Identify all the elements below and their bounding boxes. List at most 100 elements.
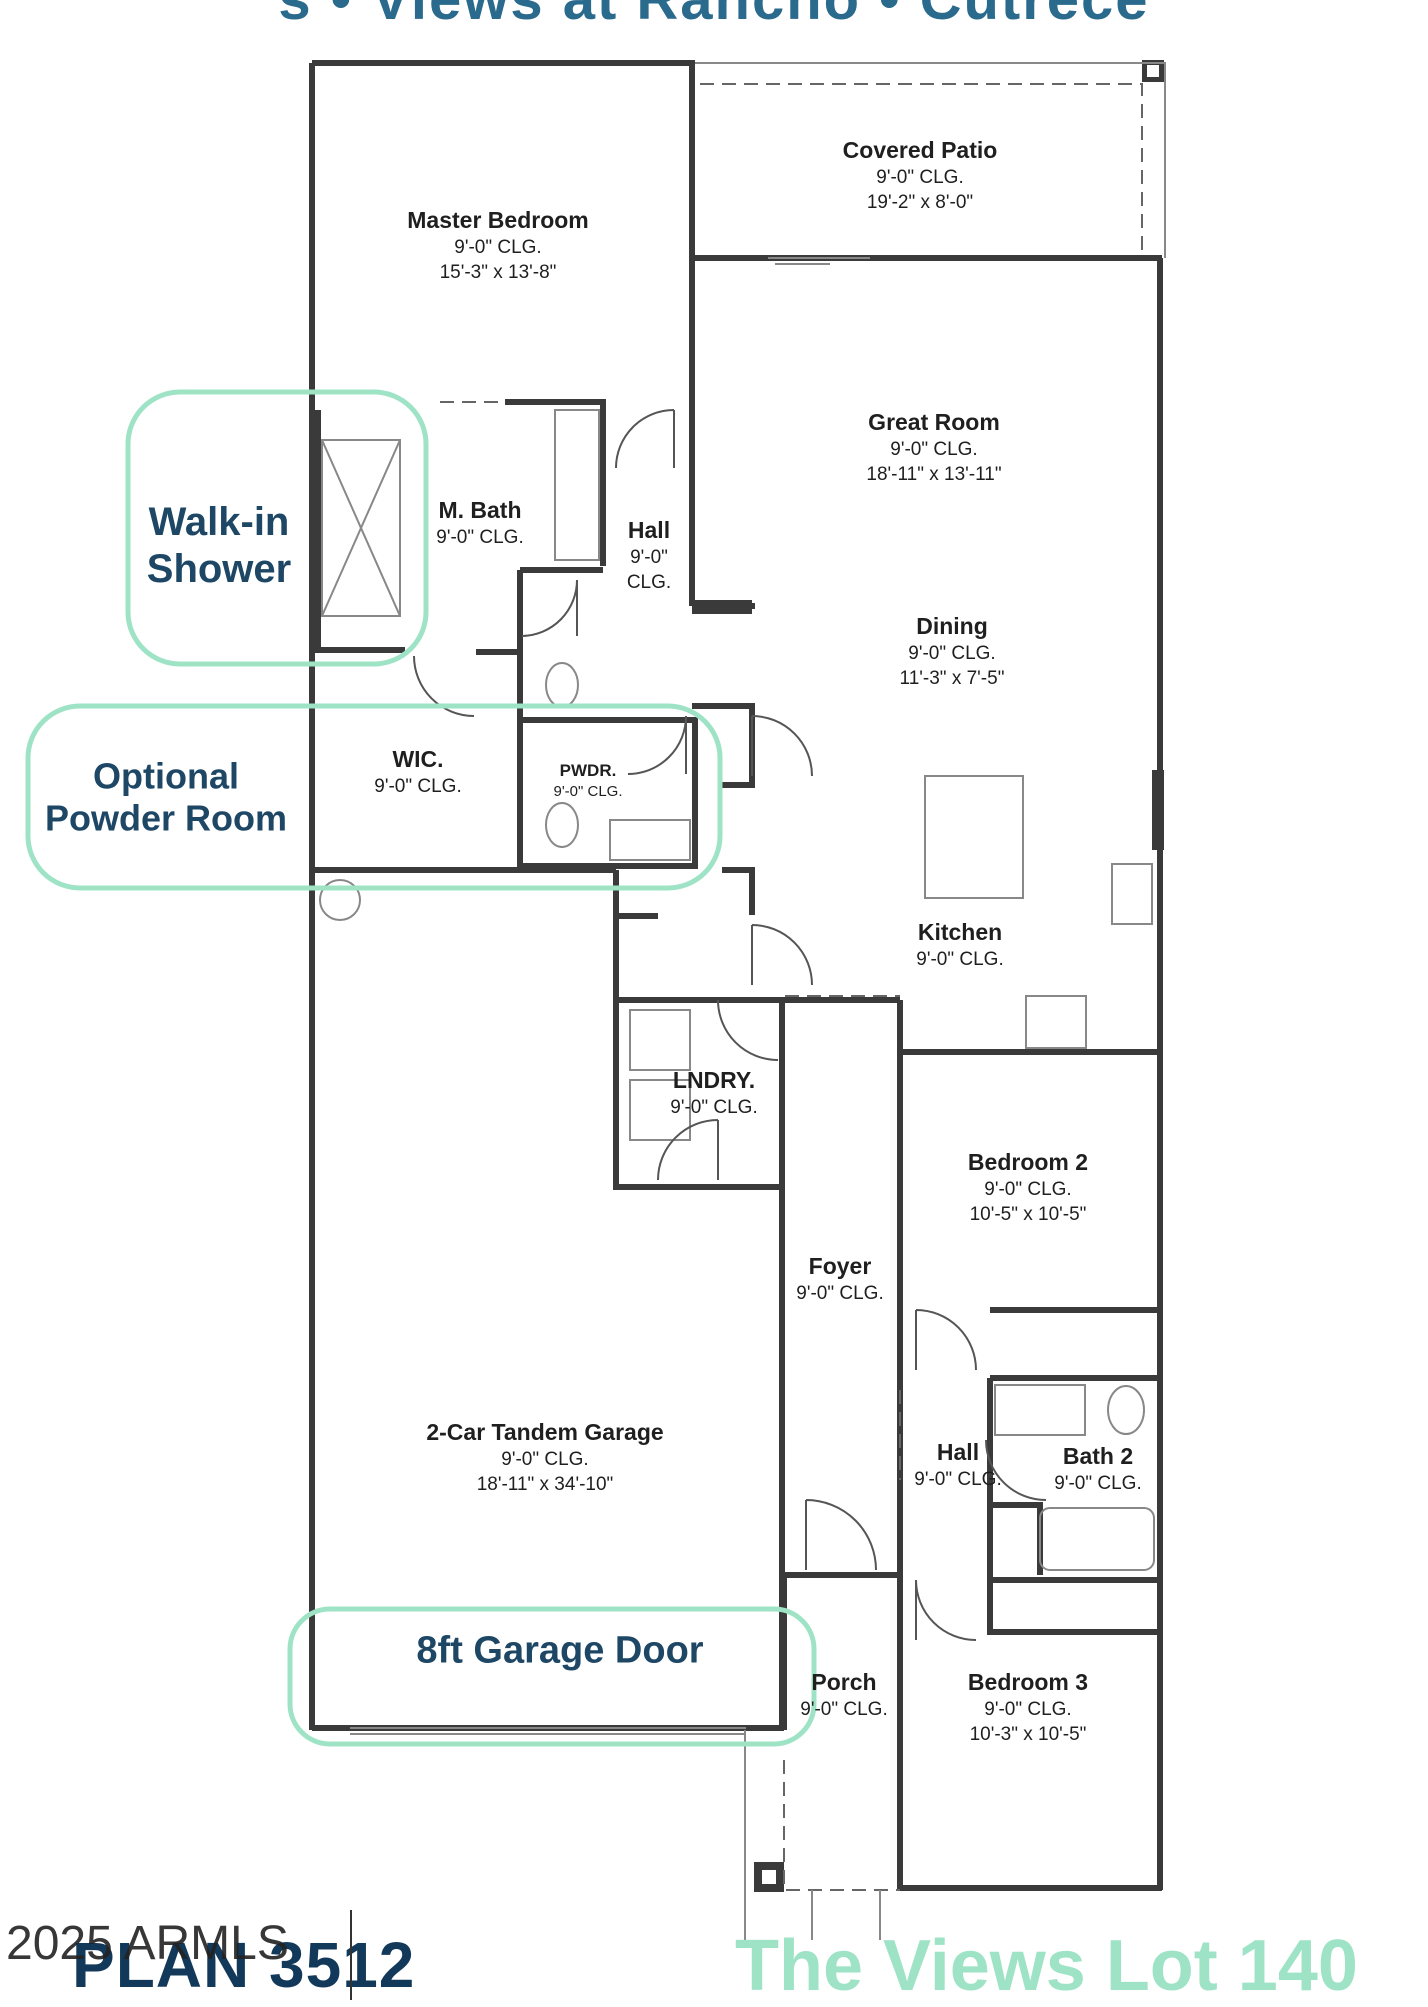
shower-glass — [321, 439, 401, 617]
toilet-bath2 — [1107, 1385, 1145, 1435]
room-garage: 2-Car Tandem Garage 9'-0" CLG. 18'-11" x… — [426, 1418, 663, 1497]
door-swing — [751, 924, 813, 986]
sliding-door — [768, 257, 870, 265]
dryer — [629, 1079, 691, 1141]
room-wic: WIC. 9'-0" CLG. — [374, 745, 461, 800]
door-swing — [985, 1439, 1047, 1501]
watermark: 2025 ARMLS — [6, 1917, 289, 1970]
room-dims: 18'-11" x 34'-10" — [476, 1473, 614, 1495]
room-name: Hall — [936, 1439, 980, 1465]
room-bedroom-3: Bedroom 3 9'-0" CLG. 10'-3" x 10'-5" — [968, 1668, 1088, 1747]
wall-stub — [1152, 770, 1164, 850]
room-name: Bedroom 2 — [967, 1149, 1089, 1175]
vanity-pwdr — [609, 819, 691, 861]
room-dims: 19'-2" x 8'-0" — [866, 191, 974, 213]
callout-garage-door: 8ft Garage Door — [416, 1629, 703, 1674]
room-ceiling: CLG. — [626, 571, 672, 593]
wall-master-bath-north — [505, 399, 606, 566]
room-ceiling: 9'-0" CLG. — [800, 1698, 888, 1720]
door-swing — [627, 715, 687, 775]
door-swing — [805, 1499, 877, 1571]
room-ceiling: 9'-0" — [630, 546, 668, 568]
shower-tray — [321, 439, 401, 617]
room-dims: 10'-3" x 10'-5" — [969, 1723, 1087, 1745]
patio-outline — [695, 62, 1166, 258]
door-swing — [717, 999, 779, 1061]
room-name: Bedroom 3 — [967, 1669, 1089, 1695]
callout-line: Powder Room — [44, 798, 288, 839]
water-heater — [319, 879, 361, 921]
room-name: Porch — [811, 1669, 877, 1695]
room-ceiling: 9'-0" CLG. — [796, 1282, 884, 1304]
kitchen-island — [924, 775, 1024, 899]
door-swing — [413, 655, 475, 717]
room-name: Bath 2 — [1062, 1443, 1134, 1469]
callout-line: Shower — [146, 547, 292, 591]
wall-stub — [692, 600, 752, 614]
room-ceiling: 9'-0" CLG. — [454, 236, 542, 258]
room-ceiling: 9'-0" CLG. — [984, 1178, 1072, 1200]
room-covered-patio: Covered Patio 9'-0" CLG. 19'-2" x 8'-0" — [843, 136, 998, 215]
bathtub — [1039, 1507, 1155, 1571]
room-name: LNDRY. — [672, 1067, 756, 1093]
room-kitchen: Kitchen 9'-0" CLG. — [916, 918, 1003, 973]
callout-line: Optional — [92, 755, 239, 797]
wall-shower-outer — [315, 410, 405, 653]
door-swing — [657, 1119, 719, 1181]
room-name: Dining — [916, 613, 988, 639]
toilet-pwdr — [545, 802, 579, 848]
room-ceiling: 9'-0" CLG. — [1054, 1472, 1142, 1494]
room-name: Kitchen — [917, 919, 1003, 945]
plan-name: PLAN 3512 — [72, 1929, 416, 2001]
sink-kitchen — [1111, 863, 1153, 925]
watermark-divider — [350, 1910, 352, 2000]
lot-name: The Views Lot 140 — [735, 1926, 1358, 2006]
room-foyer: Foyer 9'-0" CLG. — [796, 1252, 883, 1307]
porch-dashed — [783, 1760, 900, 1891]
room-name: Master Bedroom — [407, 207, 589, 233]
wall-wic-north — [476, 649, 523, 706]
washer — [629, 1009, 691, 1071]
wall-bath2-lower — [990, 1502, 1043, 1575]
wall-pwdr-box — [517, 717, 698, 869]
wall-lndry-outer — [613, 870, 782, 1190]
door-swing — [615, 409, 675, 469]
room-name: Great Room — [868, 409, 1000, 435]
garage-door-line — [350, 1727, 746, 1735]
room-m-bath: M. Bath 9'-0" CLG. — [436, 496, 523, 551]
room-dims: 18'-11" x 13'-11" — [866, 463, 1002, 485]
room-lndry: LNDRY. 9'-0" CLG. — [670, 1066, 757, 1121]
callout-walk-in-shower-outline — [125, 389, 429, 667]
room-bath-2: Bath 2 9'-0" CLG. — [1054, 1442, 1141, 1497]
room-name: 2-Car Tandem Garage — [426, 1419, 664, 1445]
room-dining: Dining 9'-0" CLG. 11'-3" x 7'-5" — [900, 612, 1005, 691]
room-hall-lower: Hall 9'-0" CLG. — [914, 1438, 1001, 1493]
vanity-bath2 — [994, 1384, 1086, 1436]
door-swing — [915, 1579, 977, 1641]
door-swing — [521, 579, 578, 637]
header-strip: s • Views at Rancho • Cutrece — [0, 0, 1428, 33]
patio-dashed — [700, 83, 1143, 250]
room-dims: 10'-5" x 10'-5" — [969, 1203, 1087, 1225]
room-name: WIC. — [392, 746, 444, 772]
room-name: Covered Patio — [842, 137, 998, 163]
room-name: M. Bath — [438, 497, 522, 523]
room-pwdr: PWDR. 9'-0" CLG. — [553, 760, 622, 802]
vanity-master — [554, 409, 600, 561]
room-ceiling: 9'-0" CLG. — [916, 948, 1004, 970]
room-name: Foyer — [808, 1253, 872, 1279]
room-bedroom-2: Bedroom 2 9'-0" CLG. 10'-5" x 10'-5" — [968, 1148, 1088, 1227]
room-ceiling: 9'-0" CLG. — [553, 783, 623, 801]
room-hall-upper: Hall 9'-0" CLG. — [627, 516, 671, 595]
room-name: Hall — [627, 517, 671, 543]
porch-outline — [744, 1730, 881, 1940]
room-ceiling: 9'-0" CLG. — [984, 1698, 1072, 1720]
room-ceiling: 9'-0" CLG. — [670, 1096, 758, 1118]
room-ceiling: 9'-0" CLG. — [908, 642, 996, 664]
door-swing — [751, 715, 813, 777]
room-dims: 15'-3" x 13'-8" — [439, 261, 557, 283]
callout-walk-in-shower: Walk-in Shower — [147, 499, 291, 593]
callout-line: 8ft Garage Door — [416, 1629, 704, 1672]
callout-powder-room: Optional Powder Room — [45, 756, 287, 841]
